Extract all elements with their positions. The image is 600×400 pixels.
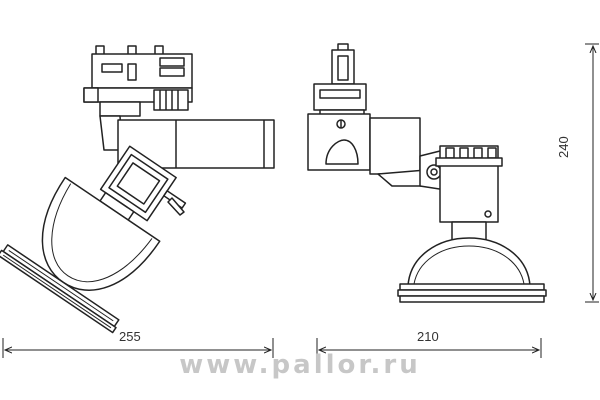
dimension-label-width-side: 255 (119, 329, 141, 344)
front-view (307, 43, 547, 303)
track-adapter-side (83, 45, 193, 117)
arm-front (307, 113, 427, 187)
lamp-body-side (0, 145, 187, 334)
side-view (0, 45, 275, 334)
tilt-knob-side (167, 197, 185, 216)
lamp-body-front (397, 145, 547, 303)
dimension-lines (2, 43, 599, 358)
arm-side (99, 115, 275, 169)
dimension-label-height: 240 (556, 136, 571, 158)
watermark: www.pallor.ru (179, 350, 421, 380)
track-adapter-front (313, 43, 367, 121)
dimension-label-width-front: 210 (417, 329, 439, 344)
